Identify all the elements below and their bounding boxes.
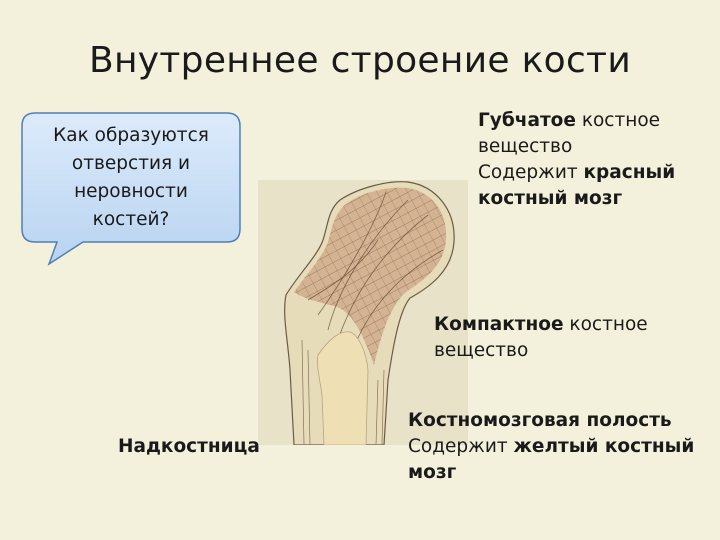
callout-line-2: отверстия и	[71, 153, 191, 174]
marrow-title: Костномозговая полость	[408, 410, 672, 431]
spongy-line-2: вещество	[478, 136, 573, 157]
label-compact-bone: Компактное костное вещество	[434, 312, 648, 364]
label-spongy-bone: Губчатое костное вещество Содержит красн…	[478, 108, 675, 212]
spongy-title-bold: Губчатое	[478, 110, 576, 131]
callout-shape	[21, 112, 241, 266]
marrow-yellow: желтый костный	[513, 436, 695, 457]
compact-title-rest: костное	[563, 314, 648, 335]
callout-line-4: костей?	[92, 209, 170, 230]
label-marrow-cavity: Костномозговая полость Содержит желтый к…	[408, 408, 694, 486]
question-callout: Как образуются отверстия и неровности ко…	[21, 112, 241, 266]
marrow-line-3: мозг	[408, 462, 457, 483]
compact-line-2: вещество	[434, 340, 529, 361]
spongy-red: красный	[583, 162, 676, 183]
label-periosteum: Надкостница	[118, 436, 260, 457]
bone-illustration	[258, 180, 468, 445]
spongy-title-rest: костное	[575, 110, 661, 131]
marrow-contains: Содержит	[408, 436, 514, 457]
spongy-contains: Содержит	[478, 162, 584, 183]
callout-line-3: неровности	[74, 181, 188, 202]
spongy-marrow: костный мозг	[478, 188, 623, 209]
callout-line-1: Как образуются	[53, 125, 209, 146]
slide-title: Внутреннее строение кости	[88, 40, 632, 81]
compact-title-bold: Компактное	[434, 314, 564, 335]
